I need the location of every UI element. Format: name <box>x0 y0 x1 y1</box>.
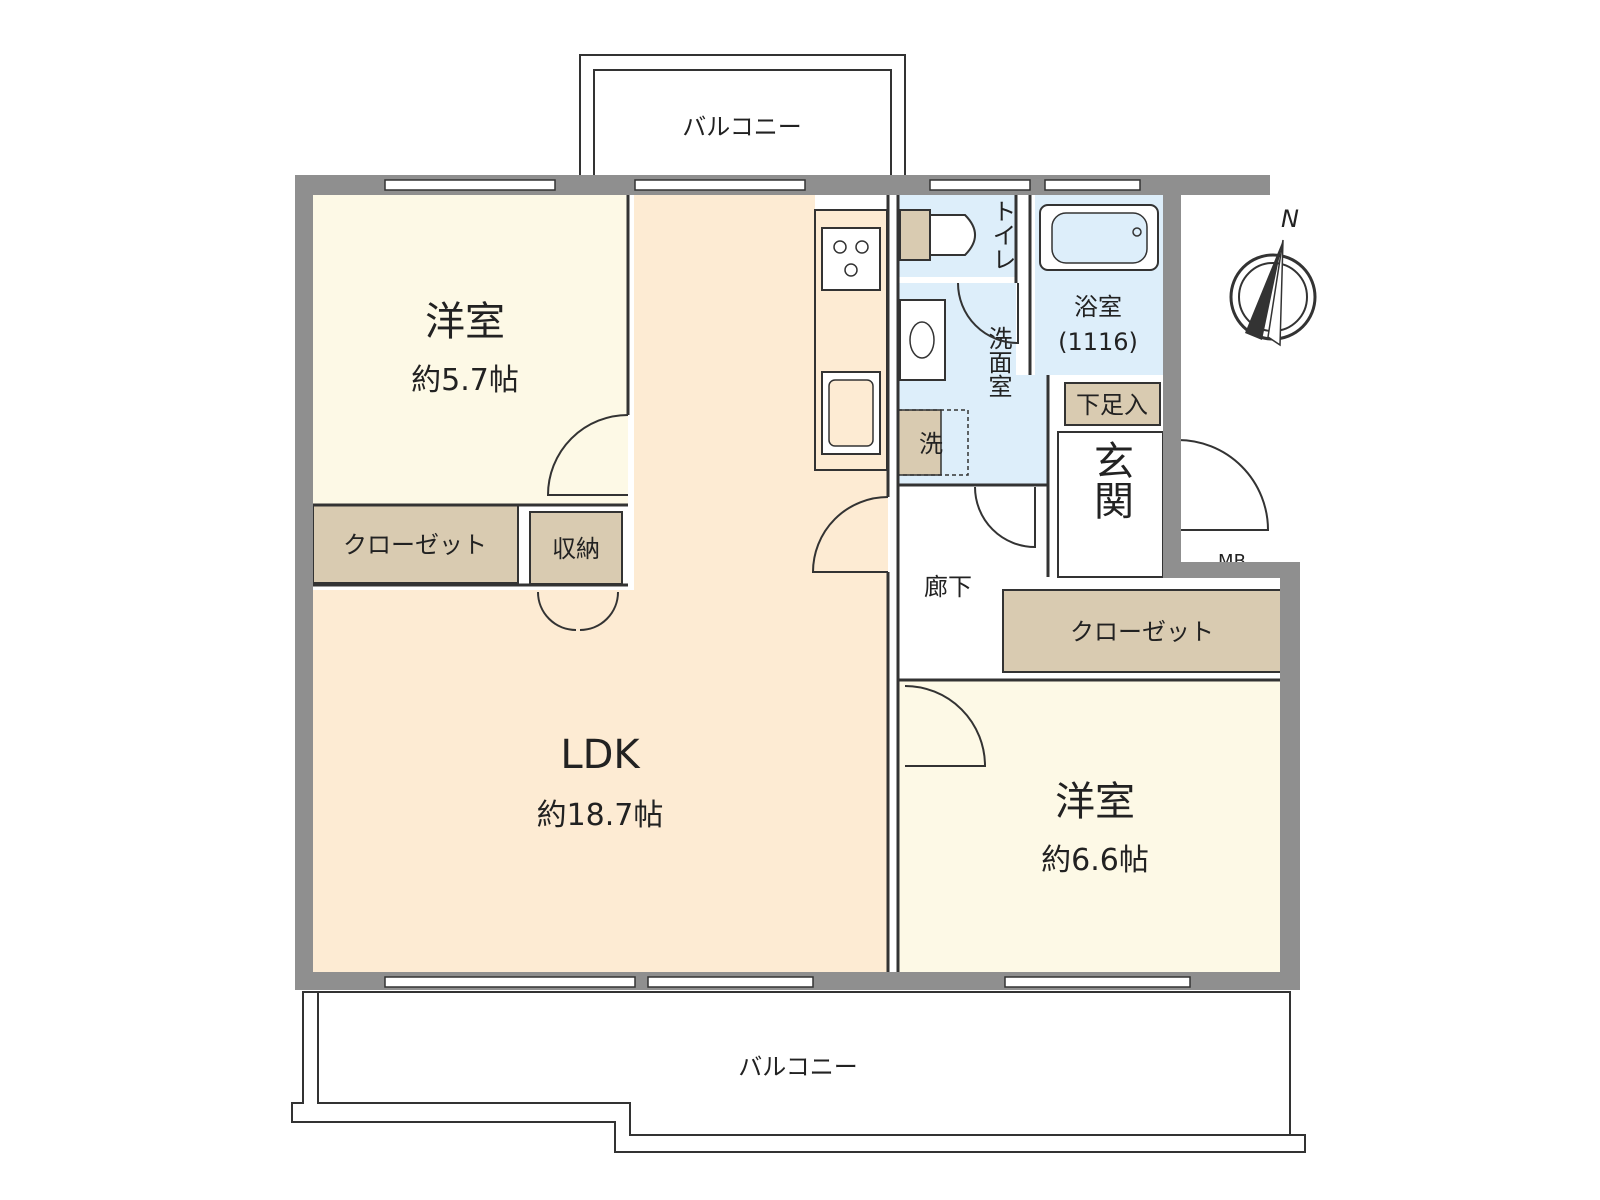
laundry-label: 洗 <box>919 430 943 458</box>
balcony-bottom-label: バルコニー <box>738 1053 858 1081</box>
closet-2-label: クローゼット <box>1070 618 1214 646</box>
bathtub <box>1039 204 1159 271</box>
entrance-label: 玄関 <box>1087 440 1133 520</box>
compass: N <box>1229 205 1317 347</box>
windows <box>384 179 1191 988</box>
bathroom-size: (1116) <box>1058 328 1138 356</box>
toilet-fixture <box>899 209 976 261</box>
ldk-area-label: 約18.7帖 <box>537 798 664 833</box>
closet-2: クローゼット <box>1002 589 1282 673</box>
entrance-area <box>1057 431 1164 578</box>
western-room-2-name: 洋室 <box>1055 779 1135 825</box>
storage: 収納 <box>529 511 623 585</box>
western-room-2 <box>898 680 1280 972</box>
laundry-pan: 洗 <box>897 409 969 476</box>
western-room-1 <box>313 195 628 505</box>
washroom-label: 洗面室 <box>984 326 1012 398</box>
shoe-box: 下足入 <box>1064 382 1161 426</box>
compass-north-label: N <box>1281 205 1299 233</box>
bathroom-name: 浴室 <box>1074 293 1122 321</box>
door-swings <box>537 282 1270 767</box>
western-room-2-area: 約6.6帖 <box>1041 843 1149 878</box>
washbasin <box>899 299 946 381</box>
hallway-label: 廊下 <box>924 573 972 601</box>
ldk-name: LDK <box>560 732 641 778</box>
western-room-1-area: 約5.7帖 <box>411 363 519 398</box>
shoe-box-label: 下足入 <box>1076 391 1148 419</box>
closet-1-label: クローゼット <box>343 531 487 559</box>
stove <box>821 227 881 291</box>
toilet-label: トイレ <box>988 199 1016 271</box>
balcony-top: バルコニー <box>579 54 906 181</box>
balcony-bottom: バルコニー <box>291 991 1306 1153</box>
balcony-top-label: バルコニー <box>682 113 802 141</box>
storage-label: 収納 <box>552 535 600 563</box>
interior-walls <box>313 195 1280 972</box>
ldk-area <box>313 195 888 972</box>
western-room-1-name: 洋室 <box>425 299 505 345</box>
closet-1: クローゼット <box>312 504 519 584</box>
kitchen-sink <box>821 371 881 455</box>
